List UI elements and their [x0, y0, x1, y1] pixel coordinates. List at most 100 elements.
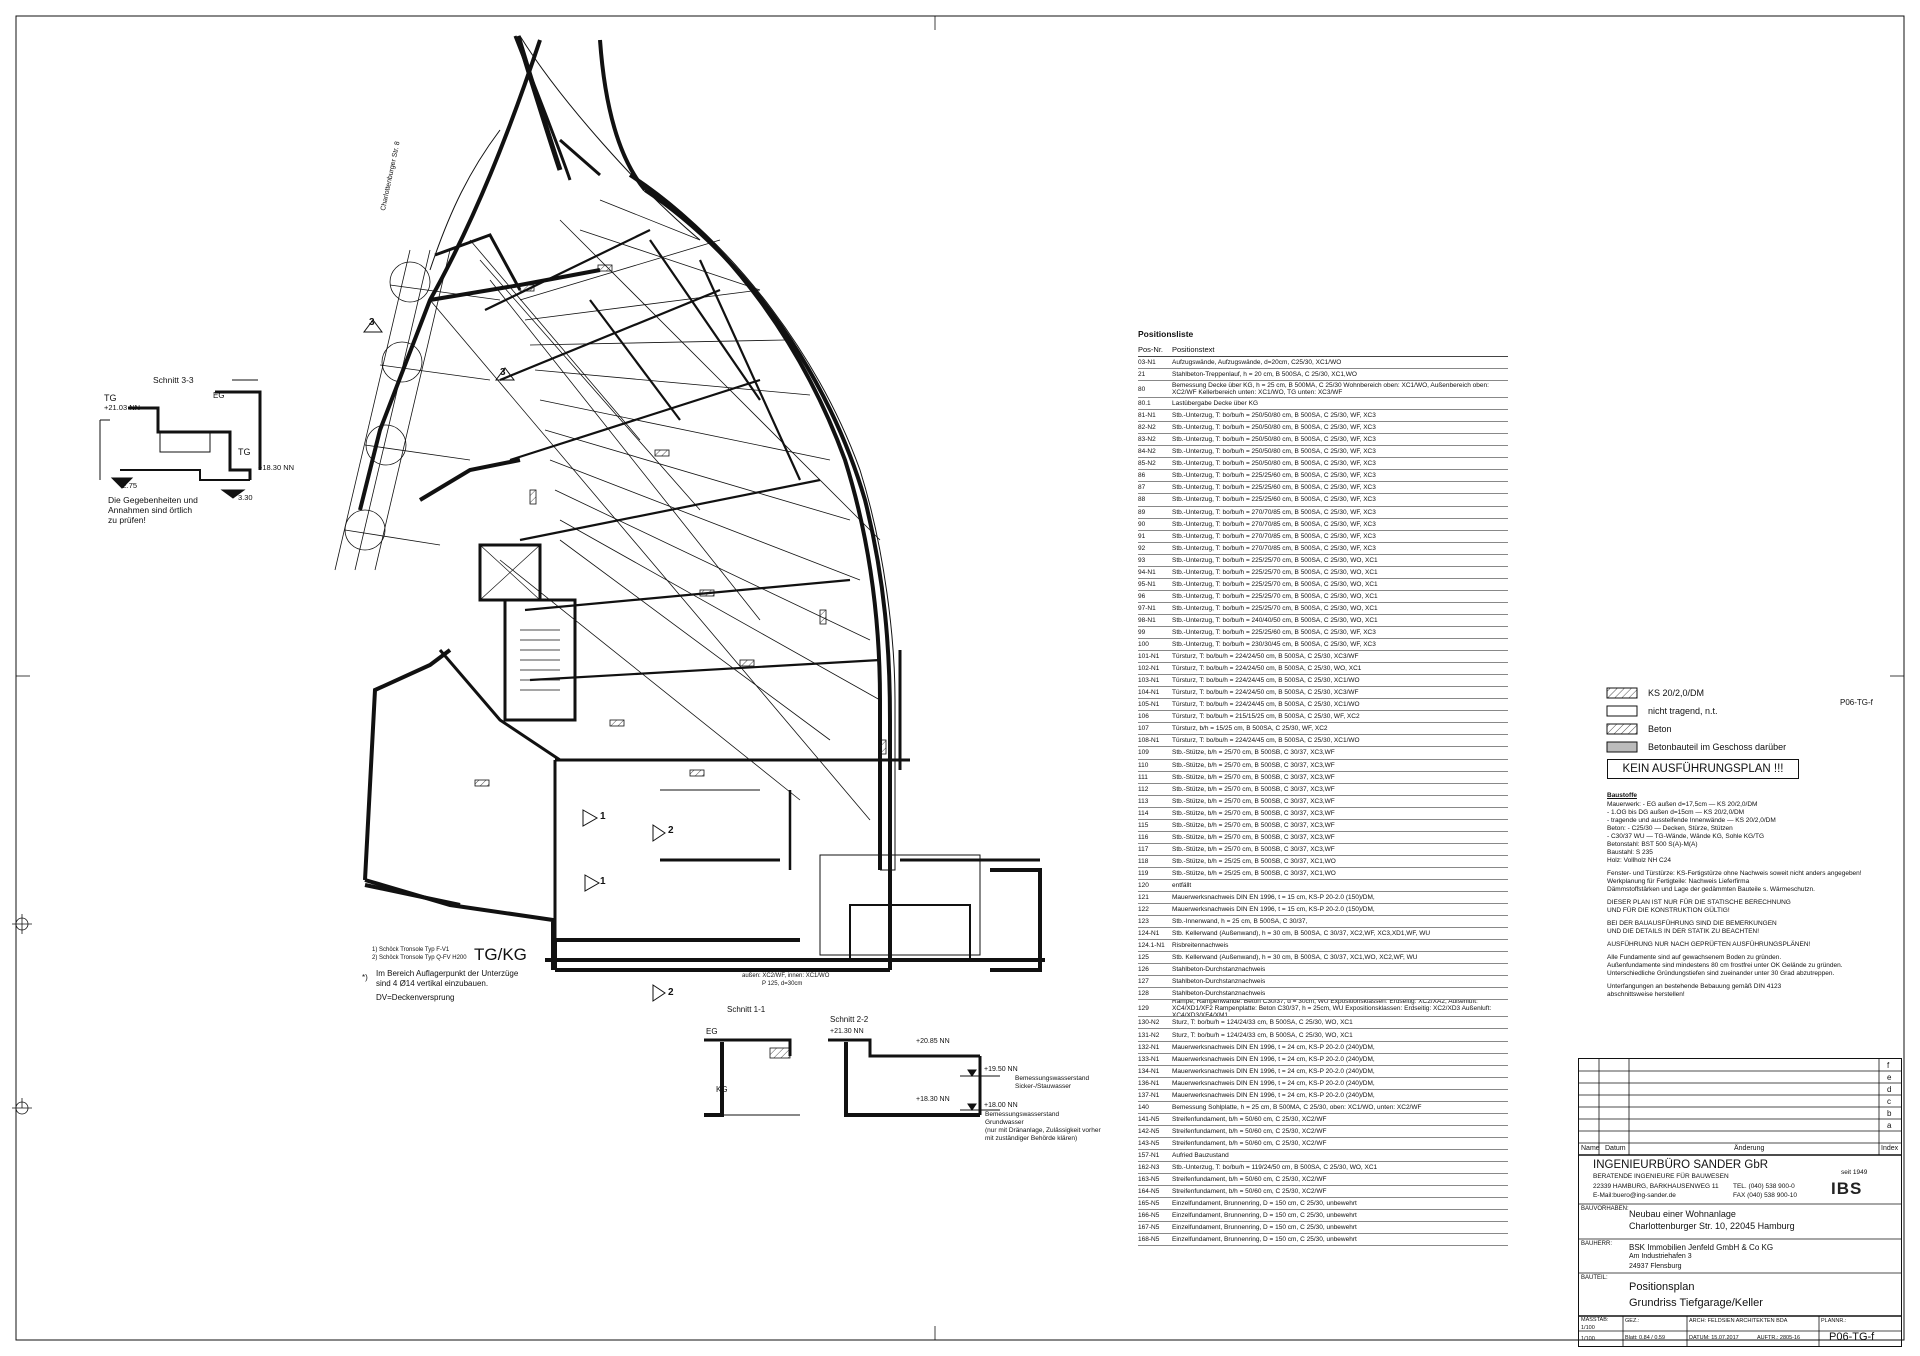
rev-d: d [1887, 1085, 1892, 1094]
position-text: Stb. Kellerwand (Außenwand), h = 30 cm, … [1172, 954, 1418, 962]
section-2-2-title: Schnitt 2-2 [830, 1015, 869, 1024]
position-text: Einzelfundament, Brunnenring, D = 150 cm… [1172, 1224, 1357, 1232]
position-list: Positionsliste Pos-Nr. Positionstext 03-… [1138, 329, 1508, 1247]
position-nr: 132-N1 [1138, 1043, 1160, 1051]
position-nr: 82-N2 [1138, 424, 1156, 432]
position-nr: 91 [1138, 532, 1146, 540]
position-nr: 110 [1138, 761, 1149, 769]
bauvorhaben-1: Neubau einer Wohnanlage [1629, 1209, 1736, 1219]
note-line: Alle Fundamente sind auf gewachsenem Bod… [1607, 954, 1782, 961]
position-text: Stb. Kellerwand (Außenwand), h = 30 cm, … [1172, 930, 1431, 938]
company-logo: IBS [1831, 1179, 1863, 1198]
position-text: Stb.-Unterzug, T: bo/bu/h = 225/25/70 cm… [1172, 568, 1378, 576]
position-row: 167-N5 Einzelfundament, Brunnenring, D = … [1138, 1222, 1508, 1235]
note-line: - C30/37 WU — TG-Wände, Wände KG, Sohle … [1607, 833, 1765, 840]
position-nr: 85-N2 [1138, 460, 1156, 468]
section-1-1-kg: KG [716, 1085, 728, 1094]
radial-walls [484, 229, 881, 682]
position-nr: 99 [1138, 629, 1146, 636]
building-outline [429, 129, 896, 871]
position-nr: 119 [1138, 869, 1149, 877]
section-mark: 2 [668, 825, 674, 836]
arch: ARCH: FELDSIEN ARCHITEKTEN BDA [1689, 1318, 1788, 1324]
section-2-2-water-2a: Bemessungswasserstand [985, 1111, 1060, 1118]
bauherr-2: Am Industriehafen 3 [1629, 1253, 1692, 1260]
position-text: Stb.-Stütze, b/h = 25/70 cm, B 500SB, C … [1172, 833, 1335, 841]
position-text: Streifenfundament, b/h = 50/60 cm, C 25/… [1172, 1176, 1327, 1184]
company-email: E-Mail:buero@ing-sander.de [1593, 1192, 1676, 1199]
position-text: Türsturz, T: bo/bu/h = 224/24/45 cm, B 5… [1172, 677, 1360, 685]
position-nr: 167-N5 [1138, 1224, 1160, 1232]
position-text: Aufzugswände, Aufzugswände, d=20cm, C25/… [1172, 359, 1342, 367]
position-text: Türsturz, T: bo/bu/h = 224/24/45 cm, B 5… [1172, 701, 1360, 709]
position-text: Stb.-Unterzug, T: bo/bu/h = 250/50/80 cm… [1172, 460, 1376, 468]
position-text: Mauerwerksnachweis DIN EN 1996, t = 24 c… [1172, 1079, 1375, 1087]
note-line: - tragende und aussteifende Innenwände —… [1607, 817, 1776, 824]
position-nr: 80 [1138, 385, 1146, 393]
section-2-2-water-2c: (nur mit Dränanlage, Zulässigkeit vorher [985, 1127, 1101, 1134]
dv-note: DV=Deckenversprung [376, 993, 455, 1002]
position-nr: 130-N2 [1138, 1019, 1160, 1027]
legend-item: Betonbauteil im Geschoss darüber [1648, 742, 1787, 752]
position-nr: 126 [1138, 966, 1149, 974]
warning-not-for-execution: KEIN AUSFÜHRUNGSPLAN !!! [1607, 759, 1799, 779]
plannr: P06-TG-f [1829, 1331, 1875, 1343]
position-text: Stahlbeton-Durchstanznachweis [1172, 978, 1266, 986]
position-text: Bemessung Sohlplatte, h = 25 cm, B 500MA… [1172, 1103, 1422, 1111]
note-star: *) [362, 973, 368, 982]
rev-c: c [1887, 1097, 1891, 1106]
ramp-walls [513, 35, 701, 241]
registration-marks [12, 16, 1904, 1340]
section-mark: 3 [369, 317, 375, 328]
bauvorhaben-2: Charlottenburger Str. 10, 22045 Hamburg [1629, 1221, 1795, 1231]
section-1-1-title: Schnitt 1-1 [727, 1005, 766, 1014]
bauherr-3: 24937 Flensburg [1629, 1263, 1682, 1270]
position-nr: 137-N1 [1138, 1091, 1160, 1099]
section-2-2-level-1: +21.30 NN [830, 1028, 864, 1035]
legend-swatches [1606, 687, 1638, 753]
lower-walls [553, 758, 1042, 972]
position-text: Stb.-Stütze, b/h = 25/70 cm, B 500SB, C … [1172, 797, 1335, 805]
position-nr: 98-N1 [1138, 616, 1156, 624]
position-nr: 111 [1138, 773, 1148, 781]
position-nr: 93 [1138, 556, 1146, 564]
position-nr: 122 [1138, 906, 1149, 914]
position-nr: 83-N2 [1138, 436, 1156, 444]
col-index: Index [1881, 1145, 1899, 1152]
position-nr: 117 [1138, 845, 1149, 853]
auftr: AUFTR.: 2805-16 [1757, 1335, 1801, 1341]
position-text: Einzelfundament, Brunnenring, D = 150 cm… [1172, 1212, 1357, 1220]
position-row: 110 Stb.-Stütze, b/h = 25/70 cm, B 500SB,… [1138, 760, 1508, 772]
position-text: Stb.-Stütze, b/h = 25/70 cm, B 500SB, C … [1172, 761, 1335, 769]
position-nr: 109 [1138, 749, 1149, 757]
position-nr: 166-N5 [1138, 1212, 1160, 1220]
note-line: UND FÜR DIE KONSTRUKTION GÜLTIG! [1607, 907, 1730, 914]
section-3-3-tg-2: TG [238, 447, 251, 457]
position-text: Stb.-Unterzug, T: bo/bu/h = 230/30/45 cm… [1172, 641, 1376, 649]
note-line: Holz: Vollholz NH C24 [1607, 857, 1671, 864]
company-tel: TEL. (040) 538 900-0 [1733, 1183, 1795, 1190]
